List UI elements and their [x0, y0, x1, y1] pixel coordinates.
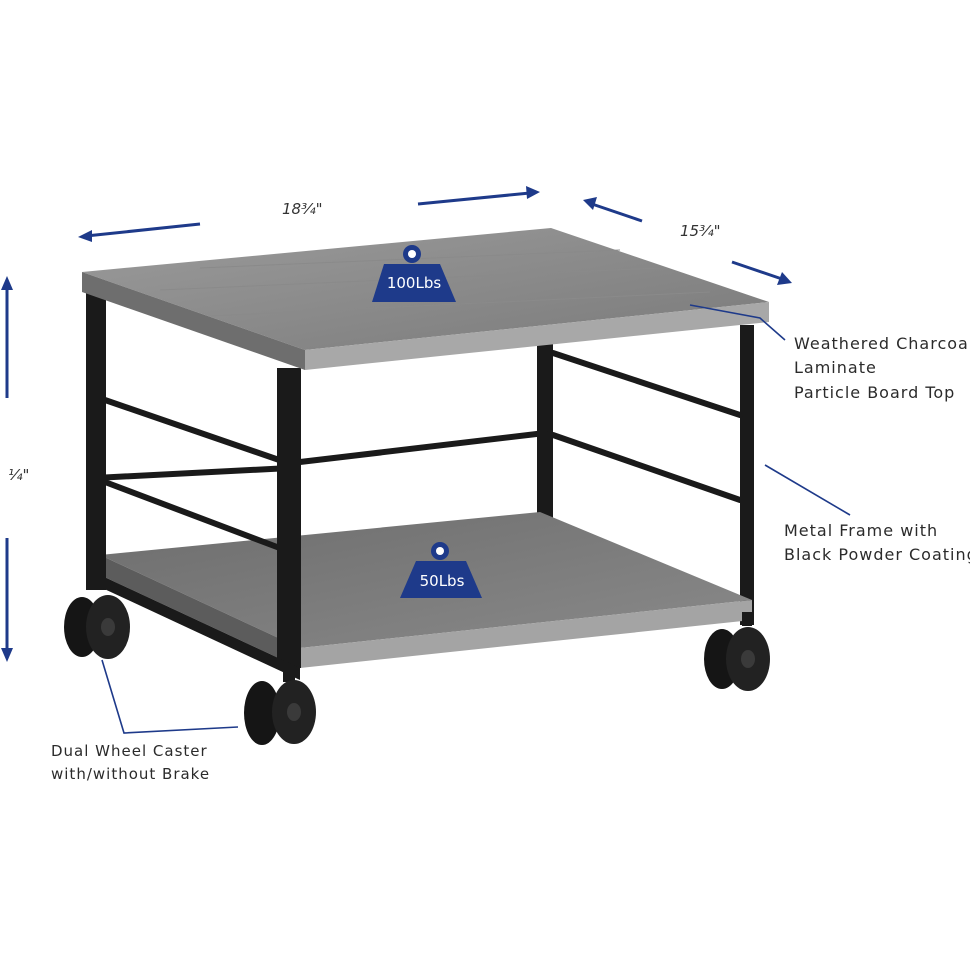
- front-left-post: [86, 290, 106, 590]
- caster-callout-line-1: Dual Wheel Caster: [51, 742, 208, 760]
- width-dimension: 18³⁄₄": [78, 186, 540, 242]
- depth-dimension: 15³⁄₄": [583, 197, 792, 285]
- caster-front-left: [64, 595, 130, 659]
- height-label: ¹⁄₄": [8, 466, 29, 484]
- top-surface-callout: Weathered Charcoal Laminate Particle Boa…: [794, 334, 970, 402]
- height-dimension: ¹⁄₄": [1, 276, 29, 662]
- back-right-post: [740, 325, 754, 625]
- bottom-weight-label: 50Lbs: [420, 572, 465, 590]
- top-weight-badge: 100Lbs: [372, 245, 456, 302]
- top-callout-line: [689, 304, 786, 341]
- caster-back-right: [704, 612, 770, 691]
- caster-callout-line-2: with/without Brake: [51, 765, 210, 783]
- top-callout-line-2: Laminate: [794, 358, 877, 377]
- front-bottom-frame: [100, 575, 300, 680]
- top-callout-line-3: Particle Board Top: [794, 383, 955, 402]
- front-right-post: [277, 368, 301, 668]
- top-callout-line-1: Weathered Charcoal: [794, 334, 970, 353]
- top-weight-label: 100Lbs: [387, 274, 442, 292]
- depth-label: 15³⁄₄": [680, 222, 721, 240]
- frame-callout-line-1: Metal Frame with: [784, 521, 938, 540]
- rear-rails: [92, 350, 743, 553]
- frame-callout: Metal Frame with Black Powder Coating: [784, 521, 970, 564]
- width-label: 18³⁄₄": [282, 200, 323, 218]
- frame-callout-line: [764, 464, 851, 516]
- caster-front-right: [244, 668, 316, 745]
- frame-callout-line-2: Black Powder Coating: [784, 545, 970, 564]
- caster-callout-line: [101, 659, 239, 734]
- bottom-weight-badge: 50Lbs: [400, 542, 482, 598]
- caster-callout: Dual Wheel Caster with/without Brake: [51, 742, 210, 783]
